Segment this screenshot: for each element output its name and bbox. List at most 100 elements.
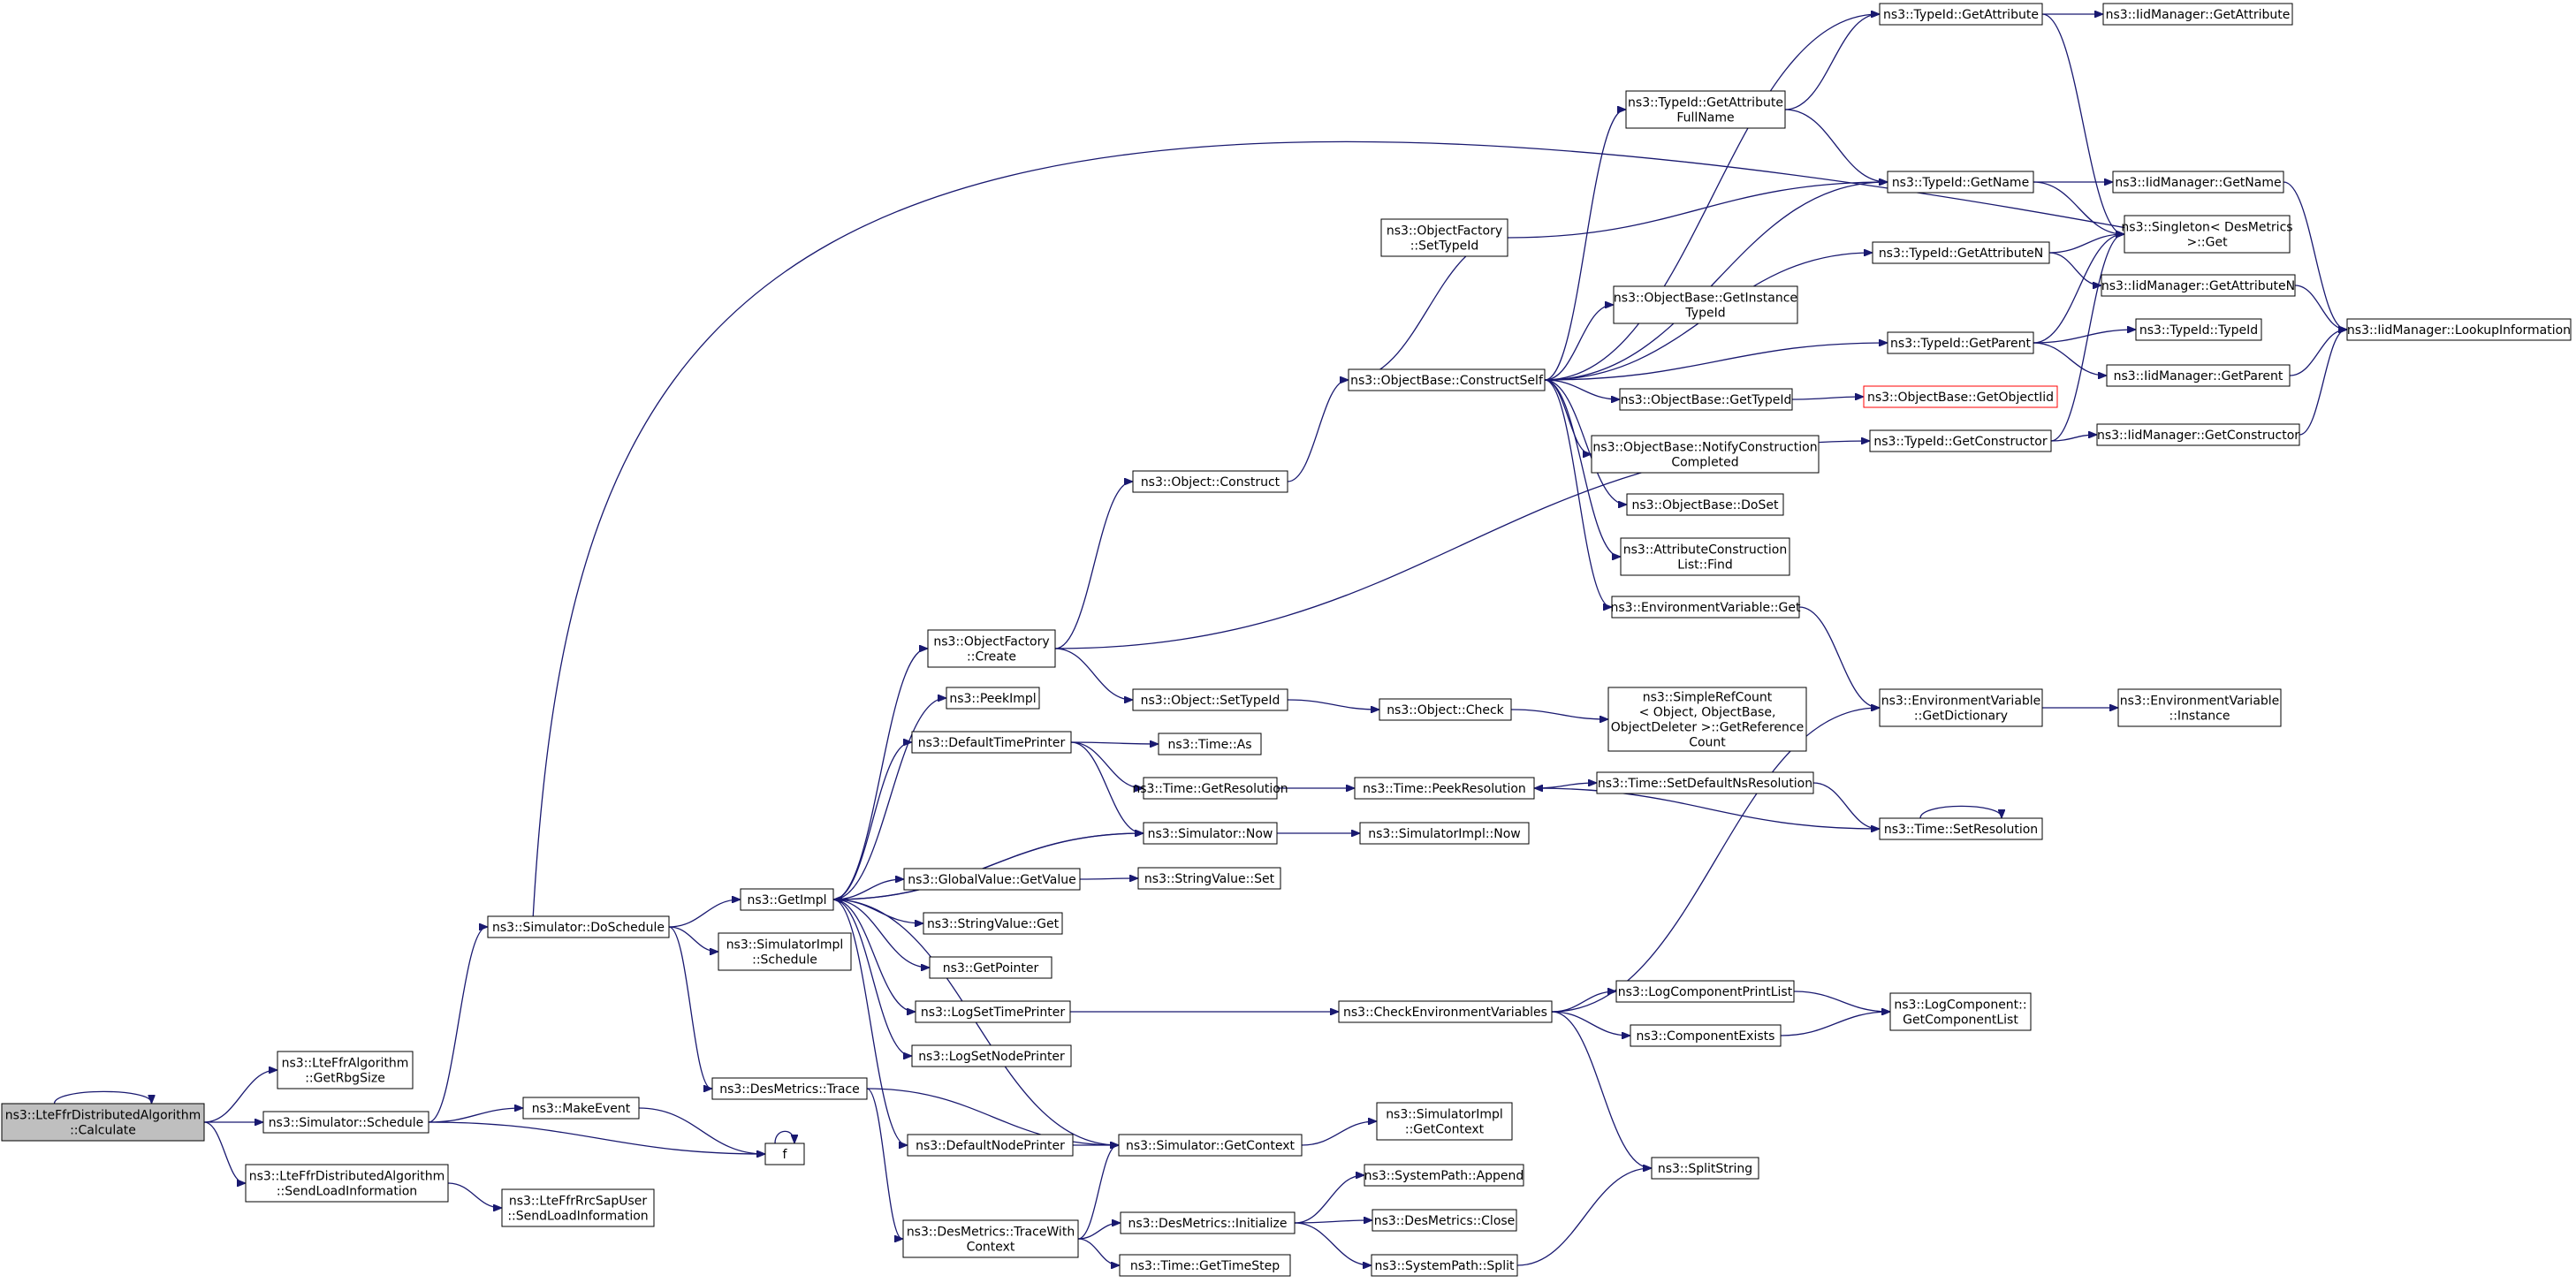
node-constructself[interactable]: ns3::ObjectBase::ConstructSelf bbox=[1348, 368, 1546, 391]
node-sim-getcontext[interactable]: ns3::Simulator::GetContext bbox=[1118, 1134, 1303, 1157]
node-label: ns3::SystemPath::Split bbox=[1375, 1259, 1515, 1273]
node-box bbox=[1132, 688, 1288, 711]
node-f[interactable]: f bbox=[764, 1143, 805, 1165]
node-simplerefcount[interactable]: ns3::SimpleRefCount< Object, ObjectBase,… bbox=[1607, 687, 1807, 752]
node-envvar-getdict[interactable]: ns3::EnvironmentVariable::GetDictionary bbox=[1879, 688, 2043, 727]
edge-getimpl-to-stringvalue_get bbox=[832, 899, 923, 923]
node-logsettimeprinter[interactable]: ns3::LogSetTimePrinter bbox=[915, 1000, 1071, 1023]
node-label: ns3::DesMetrics::Trace bbox=[719, 1082, 860, 1097]
node-doset[interactable]: ns3::ObjectBase::DoSet bbox=[1626, 493, 1784, 516]
node-time-as[interactable]: ns3::Time::As bbox=[1158, 733, 1262, 755]
node-sapuser[interactable]: ns3::LteFfrRrcSapUser::SendLoadInformati… bbox=[501, 1188, 655, 1227]
node-box bbox=[1651, 1157, 1759, 1180]
node-iid-getattribute[interactable]: ns3::IidManager::GetAttribute bbox=[2102, 3, 2293, 26]
node-getcomponentlist[interactable]: ns3::LogComponent::GetComponentList bbox=[1889, 992, 2032, 1031]
node-box bbox=[1620, 537, 1790, 576]
node-label: ns3::Simulator::Schedule bbox=[269, 1116, 424, 1130]
node-sendload[interactable]: ns3::LteFfrDistributedAlgorithm::SendLoa… bbox=[245, 1164, 449, 1203]
node-iid-getparent[interactable]: ns3::IidManager::GetParent bbox=[2106, 364, 2291, 387]
node-box bbox=[2124, 215, 2291, 254]
node-object-settypeid[interactable]: ns3::Object::SetTypeId bbox=[1132, 688, 1288, 711]
node-stringvalue-set[interactable]: ns3::StringValue::Set bbox=[1137, 867, 1281, 890]
node-envvar-instance[interactable]: ns3::EnvironmentVariable::Instance bbox=[2117, 688, 2282, 727]
node-peekimpl[interactable]: ns3::PeekImpl bbox=[946, 687, 1040, 710]
node-label: GetComponentList bbox=[1903, 1013, 2018, 1028]
node-envvar-get[interactable]: ns3::EnvironmentVariable::Get bbox=[1611, 596, 1801, 619]
node-iid-lookup[interactable]: ns3::IidManager::LookupInformation bbox=[2346, 318, 2572, 341]
node-splitstring[interactable]: ns3::SplitString bbox=[1651, 1157, 1759, 1180]
node-box bbox=[501, 1188, 655, 1227]
node-globalvalue-get[interactable]: ns3::GlobalValue::GetValue bbox=[903, 868, 1081, 891]
node-time-setres[interactable]: ns3::Time::SetResolution bbox=[1879, 817, 2043, 840]
node-label: ns3::Time::GetTimeStep bbox=[1130, 1259, 1280, 1273]
node-iid-getattributen[interactable]: ns3::IidManager::GetAttributeN bbox=[2101, 274, 2296, 297]
node-logcomponentprintlist[interactable]: ns3::LogComponentPrintList bbox=[1615, 980, 1795, 1003]
node-doschedule[interactable]: ns3::Simulator::DoSchedule bbox=[487, 915, 670, 938]
node-ob-gettypeid[interactable]: ns3::ObjectBase::GetTypeId bbox=[1619, 388, 1793, 411]
node-sim-now[interactable]: ns3::Simulator::Now bbox=[1143, 822, 1278, 845]
node-peekres[interactable]: ns3::Time::PeekResolution bbox=[1354, 777, 1535, 800]
node-typeid-typeid[interactable]: ns3::TypeId::TypeId bbox=[2135, 318, 2262, 341]
node-getrbg[interactable]: ns3::LteFfrAlgorithm::GetRbgSize bbox=[277, 1051, 414, 1089]
edge-ob_gettypeid-to-getobjectiid bbox=[1791, 397, 1863, 399]
node-box bbox=[2101, 274, 2296, 297]
node-sim-schedule[interactable]: ns3::Simulator::Schedule bbox=[262, 1111, 429, 1134]
node-typeid-getconstructor[interactable]: ns3::TypeId::GetConstructor bbox=[1869, 429, 2052, 452]
node-iid-getconstructor[interactable]: ns3::IidManager::GetConstructor bbox=[2096, 423, 2300, 446]
edge-setdefaultns-to-time_setres bbox=[1812, 782, 1879, 829]
node-simimpl-schedule[interactable]: ns3::SimulatorImpl::Schedule bbox=[718, 932, 852, 971]
edge-getimpl-to-defaulttimeprinter bbox=[832, 742, 911, 900]
node-setdefaultns[interactable]: ns3::Time::SetDefaultNsResolution bbox=[1596, 771, 1814, 794]
node-box bbox=[2102, 3, 2293, 26]
node-getobjectiid[interactable]: ns3::ObjectBase::GetObjectIid bbox=[1863, 385, 2058, 408]
node-simimpl-now[interactable]: ns3::SimulatorImpl::Now bbox=[1359, 822, 1530, 845]
node-box bbox=[1889, 992, 2032, 1031]
node-des-initialize[interactable]: ns3::DesMetrics::Initialize bbox=[1120, 1211, 1296, 1234]
node-simimpl-getcontext[interactable]: ns3::SimulatorImpl::GetContext bbox=[1376, 1102, 1513, 1141]
node-box bbox=[1879, 688, 2043, 727]
node-des-trace[interactable]: ns3::DesMetrics::Trace bbox=[711, 1077, 868, 1100]
node-typeid-getname[interactable]: ns3::TypeId::GetName bbox=[1887, 171, 2034, 194]
node-label: Completed bbox=[1671, 456, 1738, 470]
node-time-gettimestep[interactable]: ns3::Time::GetTimeStep bbox=[1119, 1254, 1291, 1277]
node-object-check[interactable]: ns3::Object::Check bbox=[1379, 698, 1512, 721]
node-getimpl[interactable]: ns3::GetImpl bbox=[740, 888, 834, 911]
node-root[interactable]: ns3::LteFfrDistributedAlgorithm::Calcula… bbox=[1, 1103, 205, 1142]
edge-componentexists-to-getcomponentlist bbox=[1780, 1012, 1889, 1036]
node-label: TypeId bbox=[1684, 307, 1725, 321]
node-box bbox=[1354, 777, 1535, 800]
node-des-close[interactable]: ns3::DesMetrics::Close bbox=[1372, 1209, 1517, 1232]
node-syspath-split[interactable]: ns3::SystemPath::Split bbox=[1371, 1254, 1518, 1277]
node-componentexists[interactable]: ns3::ComponentExists bbox=[1630, 1024, 1782, 1047]
edge-des_initialize-to-syspath_append bbox=[1294, 1175, 1364, 1224]
node-label: ns3::GetPointer bbox=[943, 961, 1039, 976]
node-singleton-get[interactable]: ns3::Singleton< DesMetrics>::Get bbox=[2121, 215, 2293, 254]
node-of-settypeid[interactable]: ns3::ObjectFactory::SetTypeId bbox=[1380, 218, 1508, 257]
node-typeid-getparent[interactable]: ns3::TypeId::GetParent bbox=[1887, 331, 2034, 354]
node-defaulttimeprinter[interactable]: ns3::DefaultTimePrinter bbox=[911, 731, 1072, 754]
node-checkenv[interactable]: ns3::CheckEnvironmentVariables bbox=[1338, 1000, 1553, 1023]
node-label: ns3::SimulatorImpl::Now bbox=[1368, 827, 1521, 841]
edge-time_setres-to-peekres bbox=[1535, 788, 1881, 830]
node-typeid-getattributen[interactable]: ns3::TypeId::GetAttributeN bbox=[1872, 241, 2050, 264]
node-box bbox=[718, 932, 852, 971]
node-typeid-getattribute[interactable]: ns3::TypeId::GetAttribute bbox=[1879, 3, 2043, 26]
node-object-construct[interactable]: ns3::Object::Construct bbox=[1132, 470, 1288, 493]
node-makeevent[interactable]: ns3::MakeEvent bbox=[522, 1097, 640, 1120]
node-getpointer[interactable]: ns3::GetPointer bbox=[929, 956, 1052, 979]
node-syspath-append[interactable]: ns3::SystemPath::Append bbox=[1364, 1164, 1524, 1187]
edge-des_initialize-to-syspath_split bbox=[1294, 1222, 1371, 1265]
node-time-getres[interactable]: ns3::Time::GetResolution bbox=[1132, 777, 1288, 800]
node-label: ns3::DesMetrics::Close bbox=[1374, 1214, 1516, 1228]
node-notifyconstruction[interactable]: ns3::ObjectBase::NotifyConstructionCompl… bbox=[1591, 435, 1820, 474]
node-iid-getname[interactable]: ns3::IidManager::GetName bbox=[2112, 171, 2284, 194]
node-stringvalue-get[interactable]: ns3::StringValue::Get bbox=[923, 912, 1063, 935]
edge-sim_schedule-to-f bbox=[428, 1121, 764, 1154]
node-defaultnodeprinter[interactable]: ns3::DefaultNodePrinter bbox=[907, 1134, 1074, 1157]
node-of-create[interactable]: ns3::ObjectFactory::Create bbox=[927, 629, 1056, 668]
node-logsetnodeprinter[interactable]: ns3::LogSetNodePrinter bbox=[911, 1044, 1072, 1067]
